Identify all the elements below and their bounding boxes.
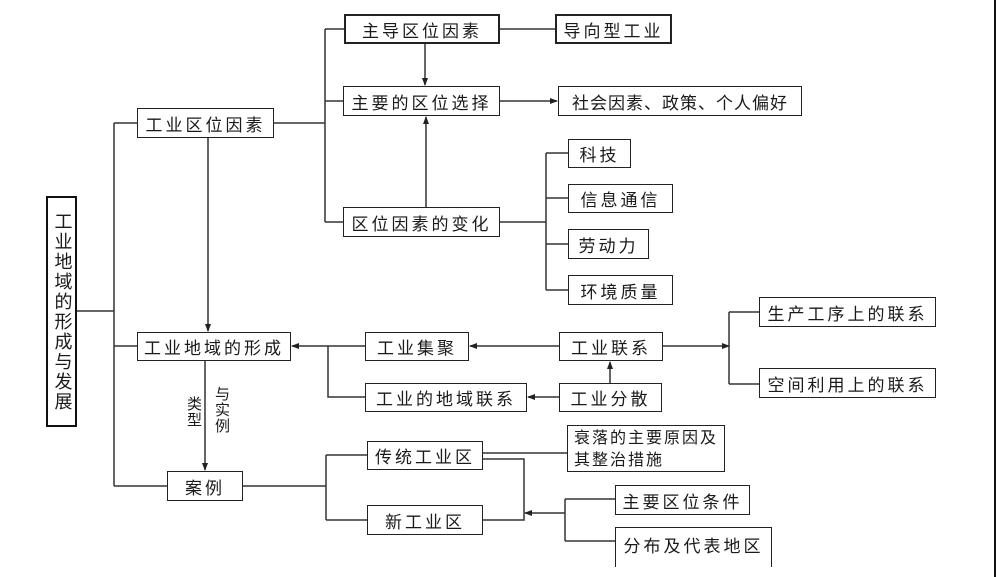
node-space-links: 空间利用上的联系 <box>759 368 936 398</box>
factors-connector <box>274 28 344 223</box>
root-connector <box>77 122 167 487</box>
node-dispersion: 工业分散 <box>559 383 662 412</box>
link-types-connector <box>728 311 759 385</box>
node-process-links: 生产工序上的联系 <box>759 297 936 327</box>
node-main-location-choice: 主要的区位选择 <box>343 86 500 116</box>
node-main-conditions: 主要区位条件 <box>615 485 750 515</box>
node-technology: 科技 <box>568 139 631 168</box>
edge-label-types: 类型 <box>185 396 203 428</box>
node-agglomeration: 工业集聚 <box>365 332 469 361</box>
node-region-formation: 工业地域的形成 <box>137 332 291 361</box>
root-title: 工业地域的形成与发展 <box>46 196 77 427</box>
conditions-connector <box>564 498 615 542</box>
node-cases: 案例 <box>167 471 243 501</box>
node-information: 信息通信 <box>568 184 673 213</box>
node-decline-causes: 衰落的主要原因及其整治措施 <box>567 425 725 472</box>
node-traditional-zone: 传统工业区 <box>367 441 483 470</box>
node-labor: 劳动力 <box>568 229 649 259</box>
traditional-new-bracket <box>483 458 525 521</box>
regional-links-connector <box>327 346 365 398</box>
node-new-zone: 新工业区 <box>367 505 483 535</box>
changes-connector <box>500 152 568 291</box>
cases-connector <box>243 454 367 521</box>
node-distribution: 分布及代表地区 <box>615 527 772 567</box>
node-factor-changes: 区位因素的变化 <box>343 207 500 237</box>
node-oriented-industry: 导向型工业 <box>555 14 672 44</box>
edge-label-examples: 与实例 <box>213 386 231 434</box>
node-environment: 环境质量 <box>568 275 673 305</box>
right-border-line <box>994 0 996 577</box>
node-dominant-factors: 主导区位因素 <box>344 14 500 44</box>
node-regional-links: 工业的地域联系 <box>365 383 527 412</box>
node-location-factors: 工业区位因素 <box>137 108 274 138</box>
node-industrial-links: 工业联系 <box>559 332 663 361</box>
node-social-factors: 社会因素、政策、个人偏好 <box>558 86 802 116</box>
